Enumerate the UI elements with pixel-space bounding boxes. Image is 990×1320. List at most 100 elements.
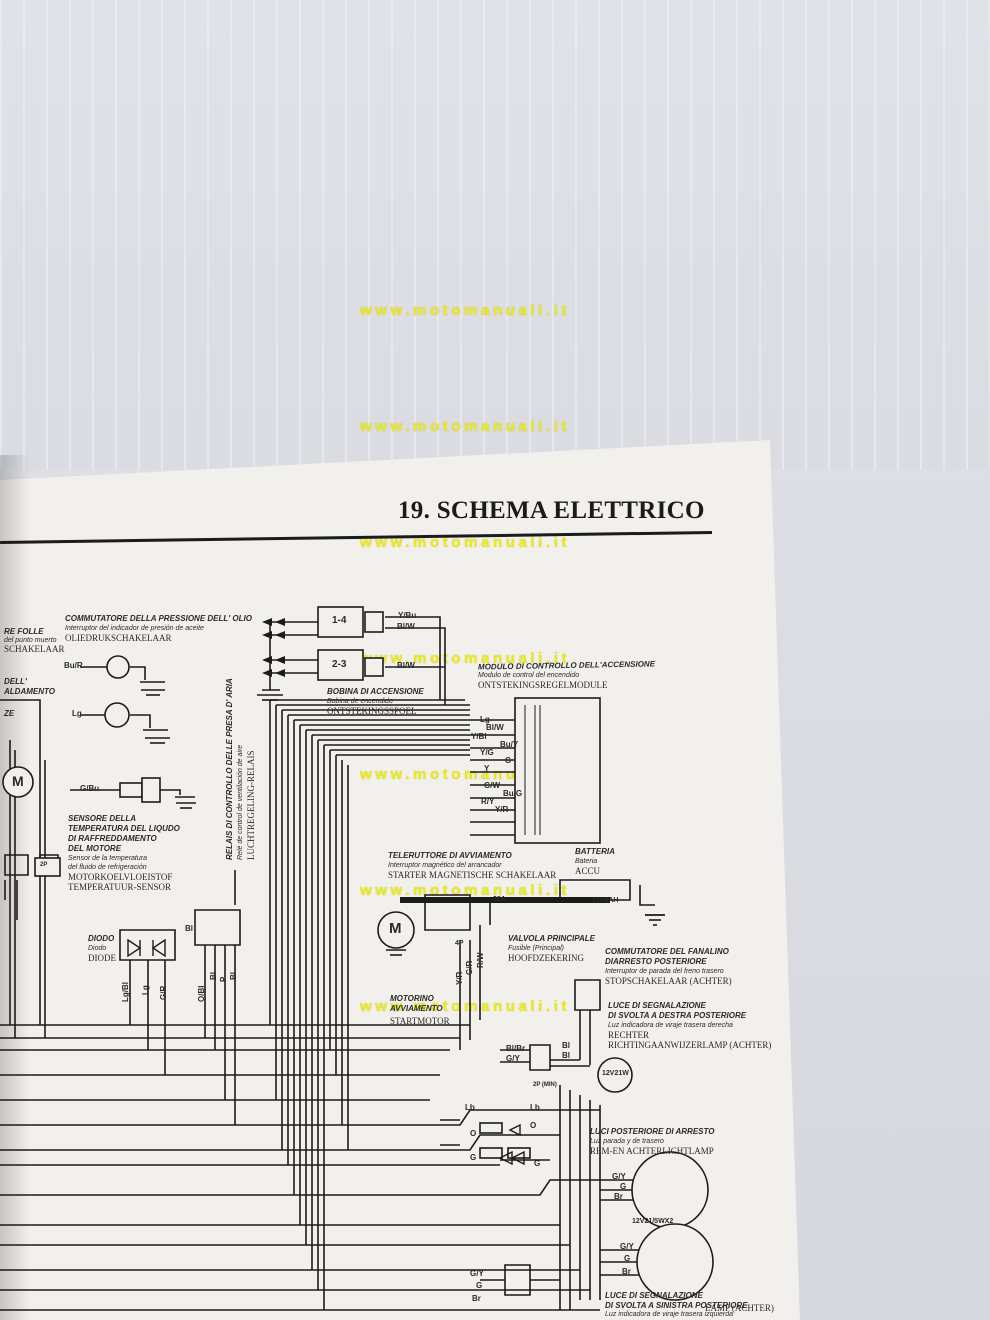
right-turn-title-2: DI SVOLTA A DESTRA POSTERIORE <box>608 1011 747 1020</box>
watermark-1: www.motomanuali.it <box>360 302 571 319</box>
temp-sensor-es-1: Sensor de la temperatura <box>68 855 147 862</box>
connector-2p: 2P <box>40 862 48 868</box>
main-fuse-es: Fusible (Principal) <box>508 945 565 952</box>
wire-label: P <box>219 976 228 982</box>
tail-lights-es: Luz parada y de trasero <box>590 1138 664 1145</box>
coil-1-4-label: 1-4 <box>332 615 347 626</box>
motor-symbol-left: M <box>12 773 24 789</box>
wire-label: G <box>620 1182 627 1191</box>
right-turn-nl-2: RICHTINGAANWIJZERLAMP (ACHTER) <box>608 1040 772 1050</box>
wire-label: G <box>624 1254 631 1263</box>
temp-sensor-nl-1: MOTORKOELVLOEISTOF <box>68 872 173 882</box>
wire-label: Bl <box>229 972 238 980</box>
diode-nl: DIODE <box>88 953 116 963</box>
ignition-coil-es: Bobina de encendido <box>327 698 393 705</box>
wire-label: Lb <box>530 1103 540 1112</box>
rear-switch-title-2: DIARRESTO POSTERIORE <box>605 957 707 966</box>
connector-4p: 4P <box>455 940 464 947</box>
battery-spec: 12V8AH <box>592 897 619 904</box>
neutral-es: del punto muerto <box>4 637 57 644</box>
diode-title: DIODO <box>88 934 115 943</box>
rear-switch-title-1: COMMUTATORE DEL FANALINO <box>605 947 729 956</box>
wire-label: O <box>470 1129 477 1138</box>
wire-label: Bl <box>562 1051 570 1060</box>
left-fragment-2: ALDAMENTO <box>4 687 55 696</box>
wire-label: Bl/W <box>486 723 504 732</box>
wire-label: Y <box>484 764 490 773</box>
wire-label: G/R <box>465 960 474 975</box>
left-turn-es: Luz indicadora de viraje trasera izquier… <box>605 1311 734 1318</box>
wire-label: Lg <box>141 985 150 995</box>
wire-label: Bl <box>185 924 193 933</box>
relay-es: Relé de control de ventilación de aire <box>237 744 244 860</box>
watermark-7: www.motomanuali.it <box>360 998 571 1015</box>
right-turn-title-1: LUCE DI SEGNALAZIONE <box>608 1001 706 1010</box>
wire-label: Bl/Br <box>506 1044 526 1053</box>
starter-relay-nl: STARTER MAGNETISCHE SCHAKELAAR <box>388 870 557 880</box>
wire-label: G/R <box>159 985 168 1000</box>
wire-label: Bu/Y <box>500 740 519 749</box>
watermark-2: www.motomanuali.it <box>360 418 571 435</box>
tail-lights-nl: REM-EN ACHTERLICHTLAMP <box>590 1146 714 1156</box>
wire-label: G/Y <box>506 1054 520 1063</box>
left-fragment-1: DELL' <box>4 677 27 686</box>
wire-label: Br <box>614 1192 623 1201</box>
wire-label: G/Y <box>470 1269 484 1278</box>
ignition-coil-title: BOBINA DI ACCENSIONE <box>327 687 424 696</box>
temp-sensor-title-4: DEL MOTORE <box>68 844 122 853</box>
page-title: 19. SCHEMA ELETTRICO <box>398 497 705 524</box>
oil-switch-nl: OLIEDRUKSCHAKELAAR <box>65 633 172 643</box>
wire-label: G/Bu <box>80 784 100 793</box>
wire-label: G <box>470 1153 477 1162</box>
wire-label: Bu/R <box>64 661 83 670</box>
wire-label: Bl <box>209 972 218 980</box>
wire-label: Br <box>472 1294 481 1303</box>
wire-label: Y/Bl <box>471 732 487 741</box>
diode-es: Diodo <box>88 945 107 952</box>
background-surface <box>0 0 990 470</box>
starter-relay-title: TELERUTTORE DI AVVIAMENTO <box>388 851 512 860</box>
wire-label: G <box>476 1281 483 1290</box>
wire-label: Lg/Bl <box>121 982 130 1002</box>
wire-label: O <box>530 1121 537 1130</box>
ignition-module-es: Modulo de control del encendido <box>478 672 580 679</box>
watermark-6: www.motomanuali.it <box>360 882 571 899</box>
wire-label: Y/R <box>455 971 464 985</box>
neutral-nl: SCHAKELAAR <box>4 644 65 654</box>
left-fragment-3: ZE <box>4 709 15 718</box>
watermark-4: www.motomanuali.it <box>360 650 571 667</box>
relay-nl: LUCHTREGELING-RELAIS <box>246 750 256 861</box>
oil-switch-title: COMMUTATORE DELLA PRESSIONE DELL' OLIO <box>65 614 252 623</box>
bulb-12v21-5wx2: 12V21/5WX2 <box>632 1218 674 1225</box>
tail-lights-title: LUCI POSTERIORE DI ARRESTO <box>590 1127 715 1136</box>
rear-switch-nl: STOPSCHAKELAAR (ACHTER) <box>605 976 732 986</box>
starter-motor-title-2: AVVIAMENTO <box>390 1004 443 1013</box>
wire-label: Y/G <box>480 748 494 757</box>
temp-sensor-nl-2: TEMPERATUUR-SENSOR <box>68 882 172 892</box>
wire-label: Y/Bu <box>398 611 417 620</box>
neutral-title: RE FOLLE <box>4 627 44 636</box>
wire-label: O/Bl <box>197 985 206 1002</box>
connector-2p-min: 2P (MIN) <box>533 1082 557 1088</box>
left-turn-nl: LAMP (ACHTER) <box>705 1303 774 1313</box>
wire-label: R/W <box>476 952 485 968</box>
main-fuse-nl: HOOFDZEKERING <box>508 953 584 963</box>
right-turn-nl-1: RECHTER <box>608 1030 650 1040</box>
oil-switch-es: Interruptor del indicador de presión de … <box>65 625 204 632</box>
right-turn-es: Luz indicadora de viraje trasera derecha <box>608 1022 733 1029</box>
rear-switch-es: Interruptor de parada del freno trasero <box>605 968 724 975</box>
starter-motor-nl: STARTMOTOR <box>390 1016 450 1026</box>
main-fuse-title: VALVOLA PRINCIPALE <box>508 934 595 943</box>
bulb-12v21w: 12V21W <box>602 1070 629 1077</box>
wire-label: Lg <box>480 715 490 724</box>
wire-label: Bu/G <box>503 789 523 798</box>
wire-label: G/Y <box>612 1172 626 1181</box>
wire-label: Y/R <box>495 805 509 814</box>
wire-label: Lg <box>72 709 82 718</box>
temp-sensor-title-2: TEMPERATURA DEL LIQUDO <box>68 824 180 833</box>
wire-label: Bl/W <box>397 661 415 670</box>
wire-label: G/Y <box>620 1242 634 1251</box>
left-turn-title-2: DI SVOLTA A SINISTRA POSTERIORE <box>605 1301 748 1310</box>
temp-sensor-title-1: SENSORE DELLA <box>68 814 137 823</box>
